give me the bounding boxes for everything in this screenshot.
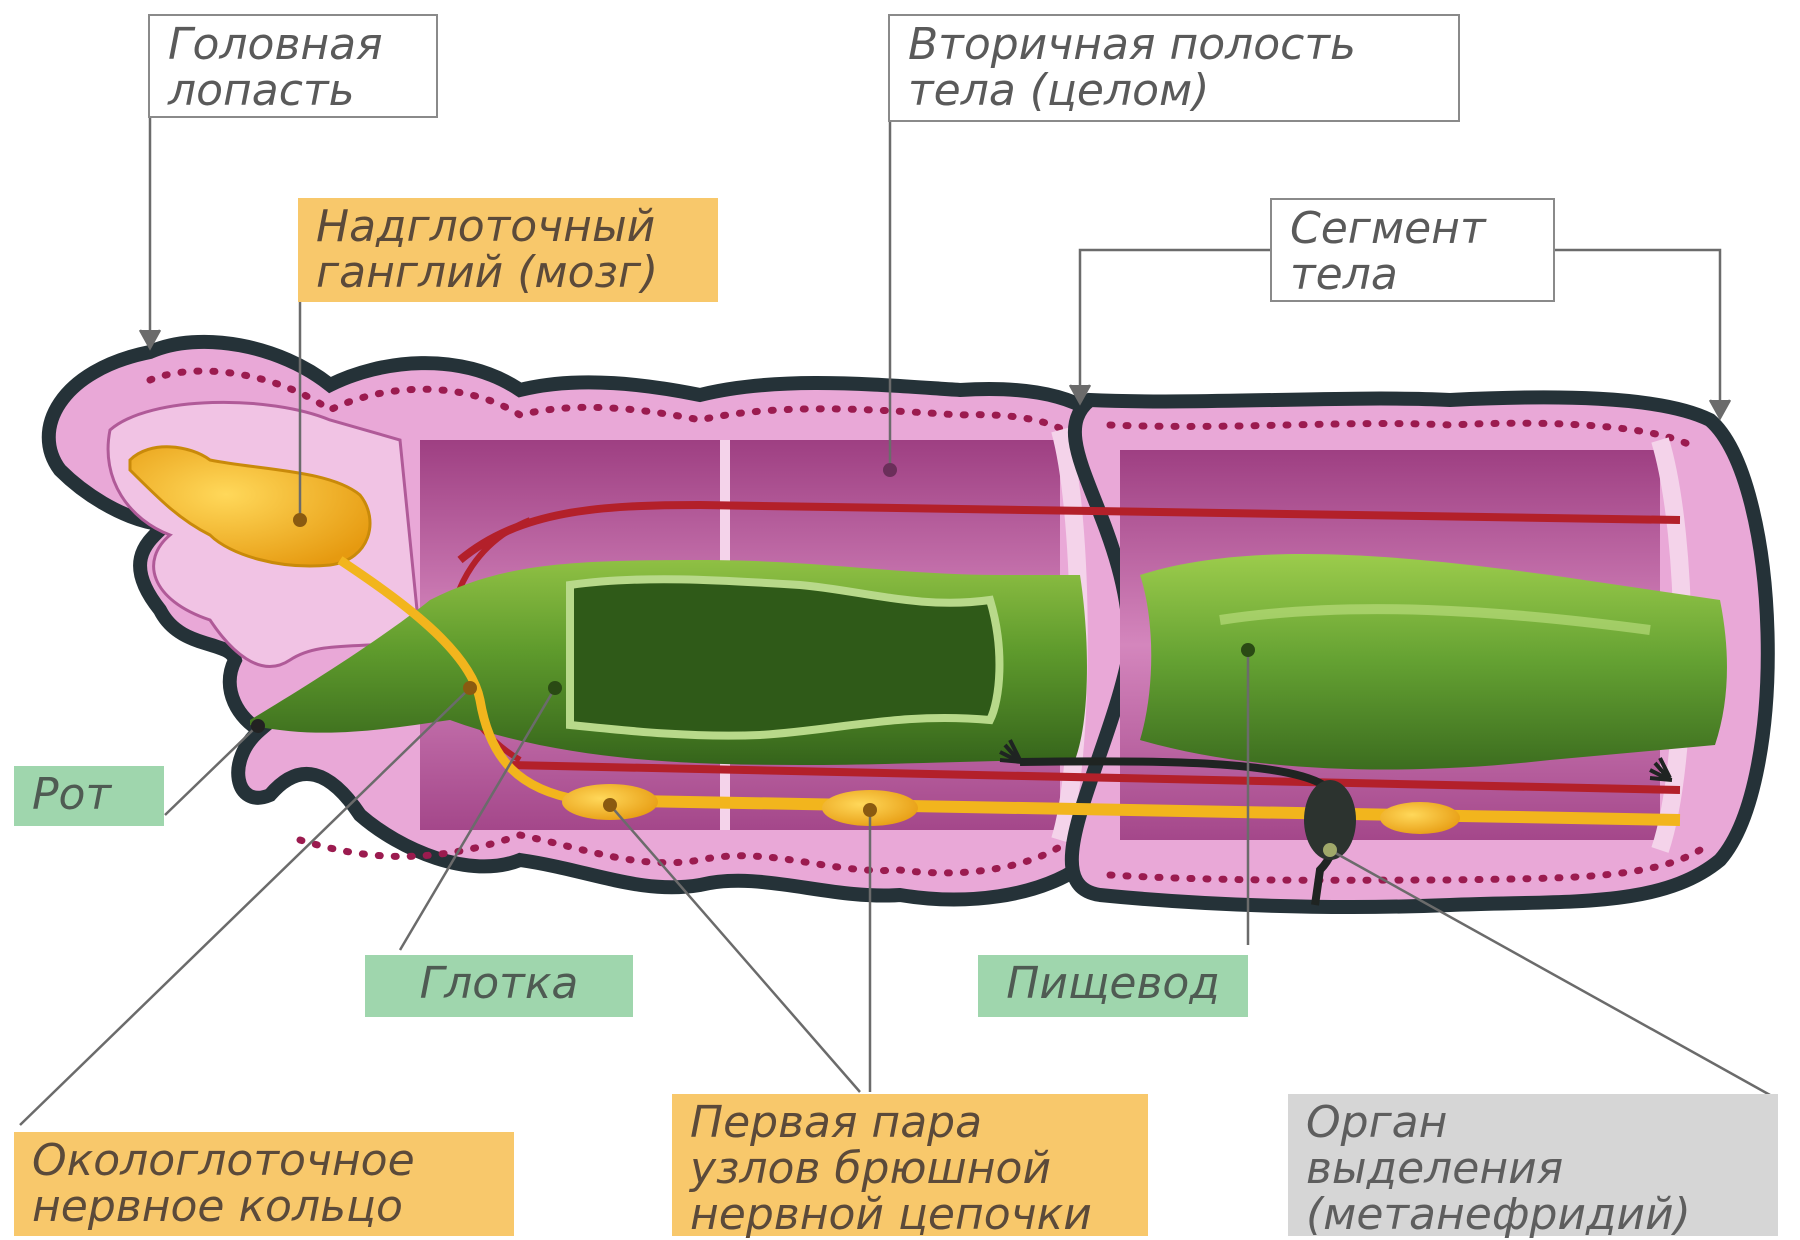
- dot-mouth: [251, 719, 265, 733]
- label-coelom: Вторичная полость тела (целом): [888, 14, 1460, 122]
- label-head-lobe: Головная лопасть: [148, 14, 438, 118]
- dot-pharynx: [548, 681, 562, 695]
- pharynx-inner-cut: [570, 579, 999, 735]
- label-segment: Сегмент тела: [1270, 198, 1555, 302]
- label-nerve-nodes: Первая пара узлов брюшной нервной цепочк…: [672, 1094, 1148, 1236]
- label-esophagus: Пищевод: [978, 955, 1248, 1017]
- label-pharynx: Глотка: [365, 955, 633, 1017]
- label-nerve-ring: Окологлоточное нервное кольцо: [14, 1132, 514, 1236]
- ventral-ganglion-3: [1380, 802, 1460, 834]
- leader-segment-right: [1555, 250, 1720, 415]
- dot-nodes-1: [603, 798, 617, 812]
- leader-segment-left: [1080, 250, 1270, 400]
- label-ganglion: Надглоточный ганглий (мозг): [298, 198, 718, 302]
- dot-coelom: [883, 463, 897, 477]
- label-excretory-organ: Орган выделения (метанефридий): [1288, 1094, 1778, 1236]
- dot-nodes-2: [863, 803, 877, 817]
- dot-esophagus: [1241, 643, 1255, 657]
- label-mouth: Рот: [14, 766, 164, 826]
- dot-ganglion: [293, 513, 307, 527]
- dot-nerve-ring: [463, 681, 477, 695]
- dot-excretory: [1323, 843, 1337, 857]
